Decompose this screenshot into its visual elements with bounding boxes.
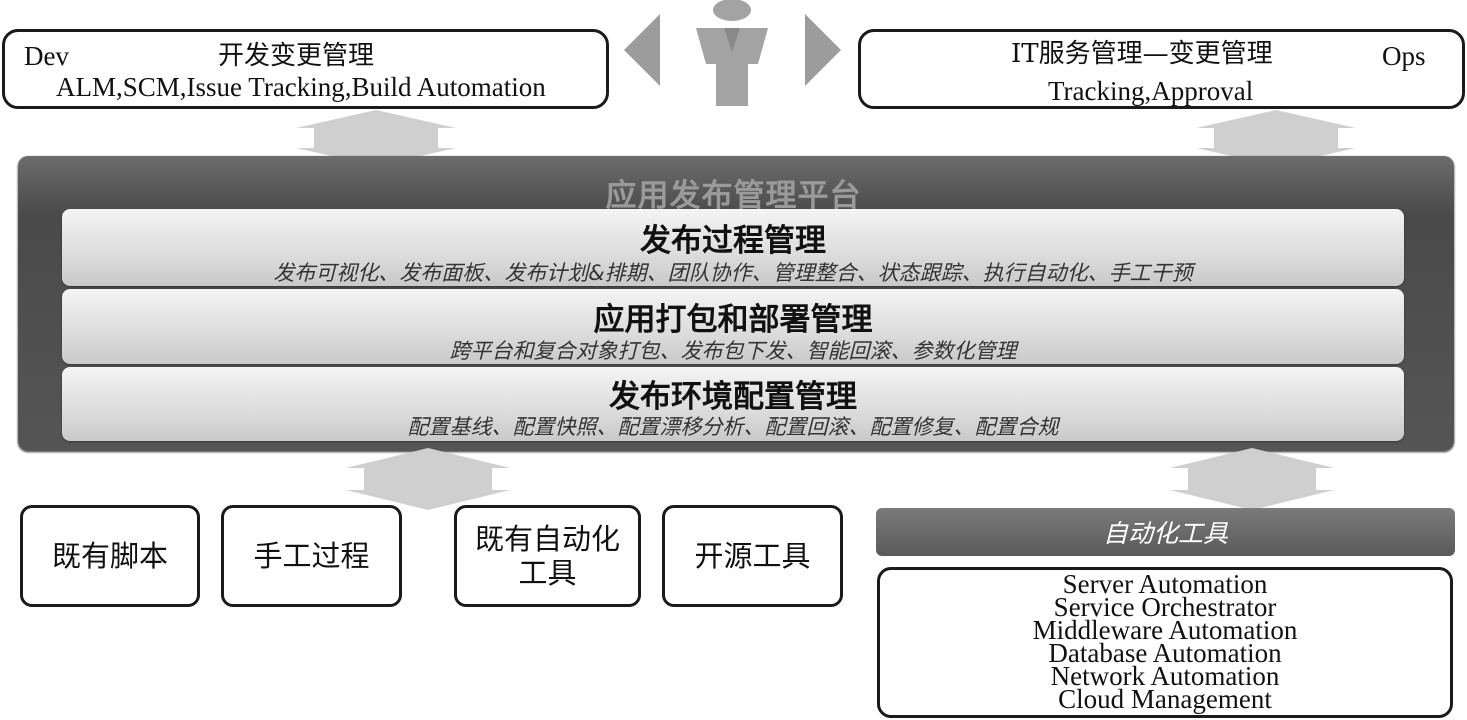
double-arrow-icon bbox=[346, 448, 510, 510]
manual-process-label: 手工过程 bbox=[253, 539, 370, 573]
double-arrow-icon bbox=[1170, 448, 1334, 510]
layer-desc: 发布可视化、发布面板、发布计划&排期、团队协作、管理整合、状态跟踪、执行自动化、… bbox=[273, 261, 1193, 285]
layer-desc: 跨平台和复合对象打包、发布包下发、智能回滚、参数化管理 bbox=[449, 339, 1017, 363]
existing-automation-tools-box: 既有自动化 工具 bbox=[454, 505, 641, 607]
right-arrow-icon bbox=[805, 14, 841, 86]
left-arrow-icon bbox=[624, 14, 660, 86]
double-arrow-icon bbox=[1196, 110, 1356, 166]
layer-title: 发布环境配置管理 bbox=[609, 379, 857, 415]
manual-process-box: 手工过程 bbox=[221, 505, 402, 607]
dev-tag: Dev bbox=[24, 41, 69, 71]
layer-title: 应用打包和部署管理 bbox=[593, 302, 873, 338]
ops-title: IT服务管理—变更管理 bbox=[1011, 39, 1273, 69]
person-icon bbox=[696, 0, 768, 106]
ops-change-box: IT服务管理—变更管理 Ops Tracking,Approval bbox=[858, 29, 1465, 109]
automation-item: Middleware Automation bbox=[1032, 615, 1298, 645]
layer-desc: 配置基线、配置快照、配置漂移分析、配置回滚、配置修复、配置合规 bbox=[407, 415, 1059, 439]
existing-scripts-box: 既有脚本 bbox=[20, 505, 200, 607]
existing-scripts-label: 既有脚本 bbox=[51, 539, 168, 573]
automation-item: Database Automation bbox=[1048, 638, 1282, 668]
automation-item: Service Orchestrator bbox=[1053, 592, 1277, 622]
ops-tag: Ops bbox=[1382, 41, 1426, 71]
platform-title: 应用发布管理平台 bbox=[605, 178, 862, 214]
dev-subtitle: ALM,SCM,Issue Tracking,Build Automation bbox=[56, 72, 546, 102]
open-source-label: 开源工具 bbox=[694, 539, 811, 573]
automation-tools-header: 自动化工具 bbox=[876, 508, 1455, 556]
layer-env-config: 发布环境配置管理 配置基线、配置快照、配置漂移分析、配置回滚、配置修复、配置合规 bbox=[62, 367, 1404, 441]
automation-item: Cloud Management bbox=[1058, 684, 1272, 714]
existing-automation-label-line2: 工具 bbox=[518, 556, 577, 590]
automation-item: Network Automation bbox=[1050, 661, 1280, 691]
layer-release-process: 发布过程管理 发布可视化、发布面板、发布计划&排期、团队协作、管理整合、状态跟踪… bbox=[62, 209, 1404, 286]
dev-title: 开发变更管理 bbox=[218, 41, 375, 71]
automation-tools-list: Server Automation Service Orchestrator M… bbox=[877, 567, 1453, 718]
existing-automation-label-line1: 既有自动化 bbox=[474, 522, 620, 556]
layer-title: 发布过程管理 bbox=[640, 223, 826, 259]
ops-subtitle: Tracking,Approval bbox=[1048, 76, 1254, 106]
open-source-tools-box: 开源工具 bbox=[662, 505, 843, 607]
person-with-arrows bbox=[624, 0, 841, 106]
automation-item: Server Automation bbox=[1062, 569, 1268, 599]
dev-change-box: Dev 开发变更管理 ALM,SCM,Issue Tracking,Build … bbox=[2, 29, 609, 109]
layer-packaging-deployment: 应用打包和部署管理 跨平台和复合对象打包、发布包下发、智能回滚、参数化管理 bbox=[62, 289, 1404, 364]
